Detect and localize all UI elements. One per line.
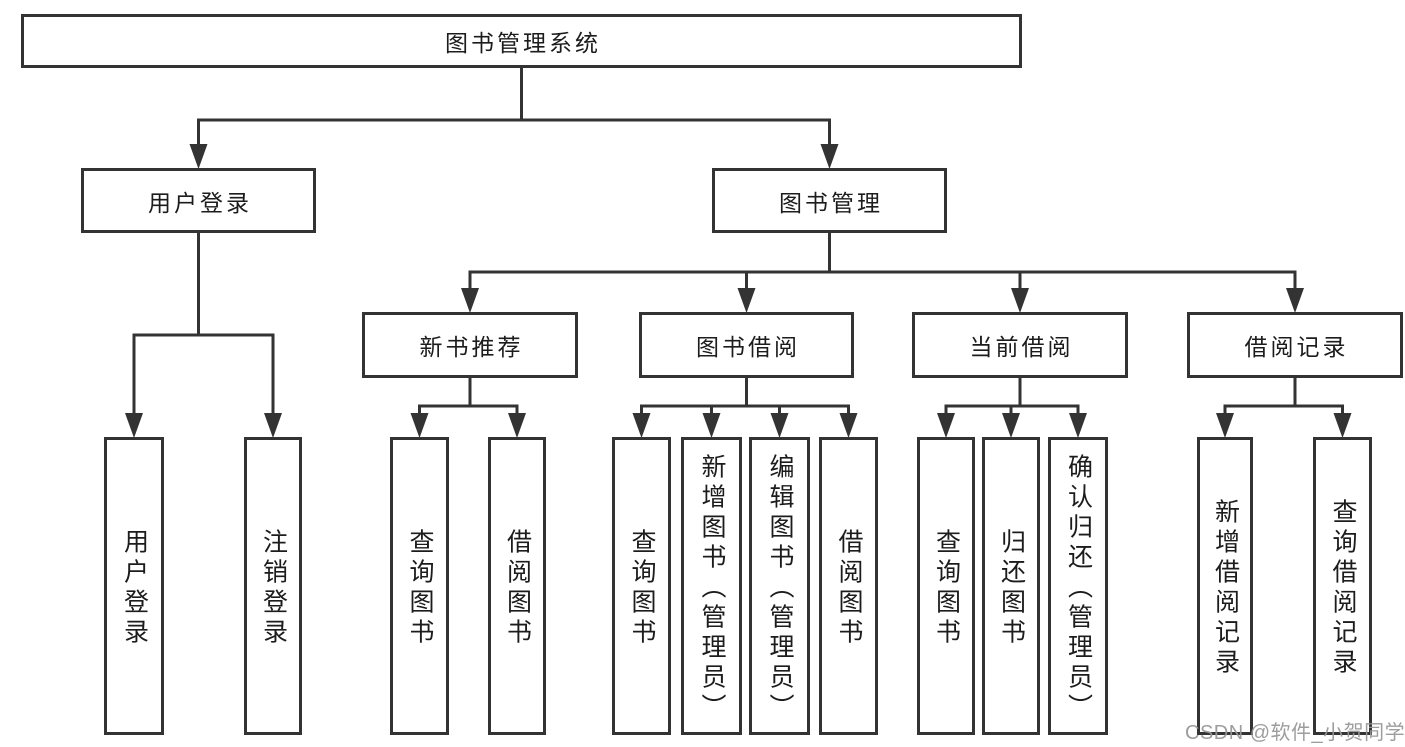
leaf-add-borrow-record-label: 新增借阅记录: [1211, 498, 1240, 679]
leaf-query-book-1-label: 查询图书: [406, 528, 434, 649]
leaf-user-login: 用户登录: [104, 437, 164, 735]
leaf-query-borrow-record-label: 查询借阅记录: [1329, 498, 1357, 679]
leaf-add-borrow-record: 新增借阅记录: [1197, 437, 1253, 735]
node-borrow-record: 借阅记录: [1187, 312, 1403, 378]
node-user-login: 用户登录: [81, 168, 316, 233]
node-book-borrow-label: 图书借阅: [696, 334, 800, 360]
leaf-query-borrow-record: 查询借阅记录: [1313, 437, 1372, 735]
leaf-return-book-label: 归还图书: [997, 528, 1026, 649]
node-new-book-rec-label: 新书推荐: [419, 334, 524, 360]
node-book-mgmt-label: 图书管理: [779, 189, 883, 216]
leaf-confirm-return: 确认归还︵管理员︶: [1048, 437, 1108, 735]
leaf-query-book-2-label: 查询图书: [628, 528, 656, 649]
leaf-query-book-3-label: 查询图书: [932, 528, 961, 649]
leaf-borrow-book-2-label: 借阅图书: [835, 528, 863, 649]
node-current-borrow: 当前借阅: [912, 312, 1128, 378]
leaf-add-book: 新增图书︵管理员︶: [681, 437, 742, 735]
leaf-user-login-label: 用户登录: [120, 528, 149, 649]
leaf-borrow-book-1: 借阅图书: [488, 437, 546, 735]
leaf-query-book-1: 查询图书: [390, 437, 449, 735]
leaf-query-book-3: 查询图书: [917, 437, 975, 735]
csdn-watermark: CSDN @软件_小贺同学: [1185, 722, 1405, 744]
leaf-add-book-label: 新增图书︵管理员︶: [698, 453, 726, 724]
node-current-borrow-label: 当前借阅: [969, 334, 1074, 360]
leaf-confirm-return-label: 确认归还︵管理员︶: [1064, 453, 1093, 724]
node-user-login-label: 用户登录: [148, 189, 252, 216]
leaf-logout-label: 注销登录: [259, 528, 288, 649]
node-new-book-rec: 新书推荐: [362, 312, 578, 378]
node-book-borrow: 图书借阅: [639, 312, 854, 378]
node-book-mgmt: 图书管理: [712, 168, 947, 233]
leaf-logout: 注销登录: [244, 437, 302, 735]
leaf-query-book-2: 查询图书: [612, 437, 671, 735]
leaf-edit-book-label: 编辑图书︵管理员︶: [766, 453, 794, 724]
node-root: 图书管理系统: [21, 14, 1022, 68]
leaf-borrow-book-1-label: 借阅图书: [503, 528, 532, 649]
leaf-return-book: 归还图书: [982, 437, 1040, 735]
leaf-edit-book: 编辑图书︵管理员︶: [749, 437, 810, 735]
node-borrow-record-label: 借阅记录: [1244, 334, 1349, 360]
node-root-label: 图书管理系统: [445, 30, 601, 56]
leaf-borrow-book-2: 借阅图书: [819, 437, 878, 735]
